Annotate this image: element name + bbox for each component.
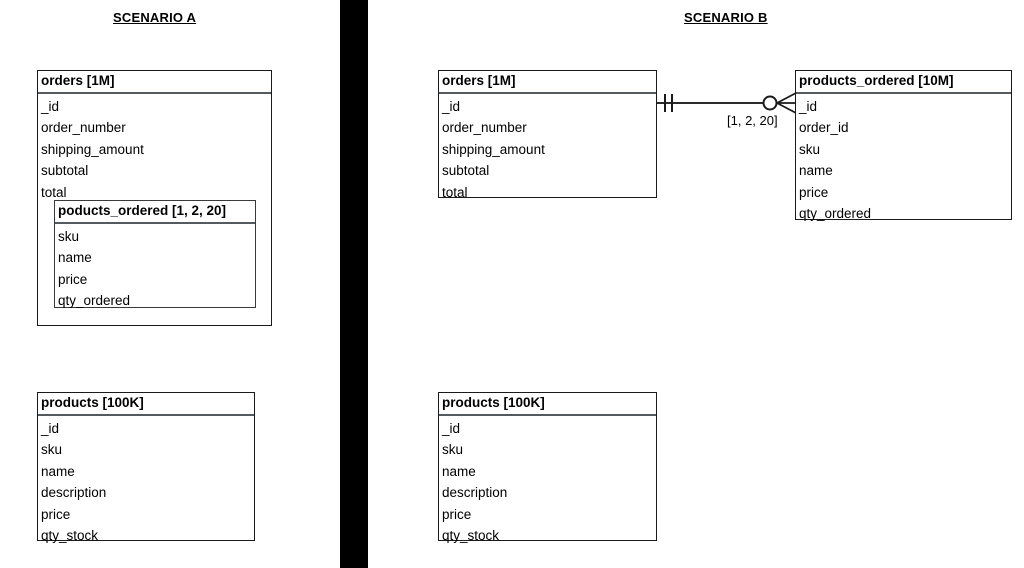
field-qty-stock: qty_stock [442, 528, 500, 544]
entity-products-a[interactable]: products [100K] _id sku name description… [37, 392, 255, 543]
field-qty-ordered: qty_ordered [58, 293, 131, 309]
field-subtotal: subtotal [442, 163, 490, 179]
field-sku: sku [41, 442, 63, 458]
entity-orders-embedded[interactable]: orders [1M] _id order_number shipping_am… [37, 70, 272, 326]
field-order-number: order_number [41, 120, 126, 136]
field-name: name [41, 463, 75, 479]
field-name: name [58, 250, 92, 266]
relationship-connector-orders-products-ordered[interactable] [650, 82, 805, 128]
field-id: _id [799, 99, 818, 114]
entity-fields-products-b: _id sku name description price qty_stock [439, 416, 656, 549]
entity-fields-poducts-ordered-nested: sku name price qty_ordered [55, 224, 255, 315]
entity-fields-orders-embedded: _id order_number shipping_amount subtota… [38, 94, 271, 206]
field-id: _id [442, 99, 461, 114]
field-total: total [41, 184, 67, 200]
field-name: name [799, 163, 833, 179]
field-order-id: order_id [799, 120, 849, 136]
field-qty-stock: qty_stock [41, 528, 99, 544]
scenario-b-title: SCENARIO B [684, 10, 768, 25]
field-total: total [442, 184, 468, 200]
field-description: description [41, 485, 107, 501]
field-id: _id [41, 421, 60, 436]
field-sku: sku [58, 229, 80, 244]
field-shipping-amount: shipping_amount [442, 141, 545, 157]
entity-header-products-ordered: products_ordered [10M] [796, 71, 1011, 94]
entity-fields-products-ordered: _id order_id sku name price qty_ordered [796, 94, 1011, 227]
entity-products-b[interactable]: products [100K] _id sku name description… [438, 392, 657, 543]
scenario-divider [340, 0, 368, 568]
entity-header-products-a: products [100K] [38, 393, 254, 416]
field-price: price [799, 184, 829, 200]
entity-products-ordered[interactable]: products_ordered [10M] _id order_id sku … [795, 70, 1012, 221]
field-description: description [442, 485, 508, 501]
field-price: price [58, 271, 88, 287]
field-price: price [41, 506, 71, 522]
relationship-cardinality-label: [1, 2, 20] [727, 113, 778, 128]
entity-poducts-ordered-nested[interactable]: poducts_ordered [1, 2, 20] sku name pric… [54, 200, 256, 308]
crowsfoot-prong-upper [776, 92, 797, 104]
field-name: name [442, 463, 476, 479]
cardinality-zero-circle [762, 95, 778, 111]
entity-fields-products-a: _id sku name description price qty_stock [38, 416, 254, 549]
entity-header-products-b: products [100K] [439, 393, 656, 416]
field-id: _id [41, 99, 60, 114]
field-shipping-amount: shipping_amount [41, 141, 144, 157]
field-subtotal: subtotal [41, 163, 89, 179]
field-price: price [442, 506, 472, 522]
field-sku: sku [799, 141, 821, 157]
crowsfoot-prong-lower [776, 102, 797, 114]
field-qty-ordered: qty_ordered [799, 206, 872, 222]
scenario-a-title: SCENARIO A [113, 10, 197, 25]
entity-orders-b[interactable]: orders [1M] _id order_number shipping_am… [438, 70, 657, 200]
field-order-number: order_number [442, 120, 527, 136]
entity-header-poducts-ordered-nested: poducts_ordered [1, 2, 20] [55, 201, 255, 224]
field-id: _id [442, 421, 461, 436]
entity-header-orders-embedded: orders [1M] [38, 71, 271, 94]
entity-fields-orders-b: _id order_number shipping_amount subtota… [439, 94, 656, 206]
field-sku: sku [442, 442, 464, 458]
entity-header-orders-b: orders [1M] [439, 71, 656, 94]
